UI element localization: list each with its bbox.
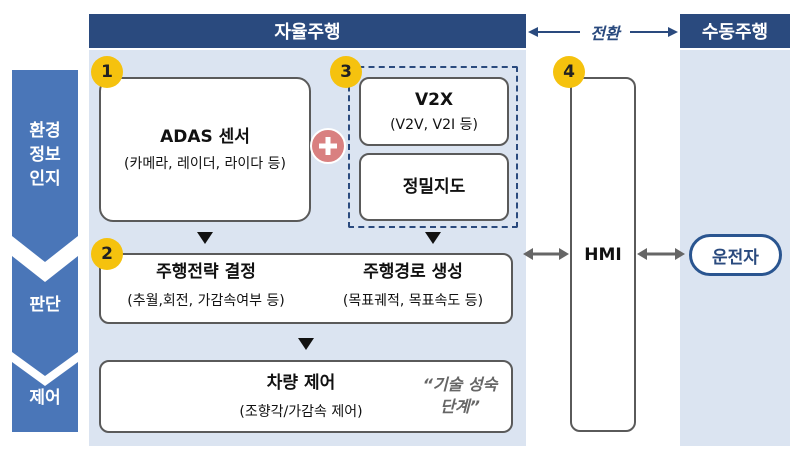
plus-icon — [310, 128, 346, 164]
hmi-box: HMI — [570, 77, 636, 432]
header-manual: 수동주행 — [680, 14, 790, 48]
badge-2: 2 — [91, 238, 123, 270]
chevron-perception — [12, 70, 78, 262]
stage-chevrons — [12, 70, 78, 432]
hmi-label: HMI — [584, 244, 622, 265]
badge-3: 3 — [330, 56, 362, 88]
arrow-down-icon — [425, 232, 441, 244]
arrow-down-icon — [197, 232, 213, 244]
route-title: 주행경로 생성 — [363, 262, 463, 282]
judgment-box: 주행전략 결정 (추월,회전, 가감속여부 등) 주행경로 생성 (목표궤적, … — [99, 253, 513, 324]
transition-label: 전환 — [580, 18, 630, 46]
vehicle-control-box: 차량 제어 (조향각/가감속 제어) “기술 성숙 단계” — [99, 360, 513, 433]
badge-1: 1 — [91, 56, 123, 88]
stage-label-control: 제어 — [29, 388, 61, 408]
v2x-box: V2X (V2V, V2I 등) — [359, 77, 509, 146]
hd-map-box: 정밀지도 — [359, 153, 509, 221]
vehicle-control-subtitle: (조향각/가감속 제어) — [239, 404, 363, 420]
header-autonomous: 자율주행 — [89, 14, 526, 48]
adas-subtitle: (카메라, 레이더, 라이다 등) — [124, 155, 286, 172]
v2x-subtitle: (V2V, V2I 등) — [390, 116, 478, 133]
strategy-title: 주행전략 결정 — [156, 262, 256, 282]
adas-sensor-box: ADAS 센서 (카메라, 레이더, 라이다 등) — [99, 77, 311, 222]
badge-4: 4 — [553, 56, 585, 88]
chevron-judgment — [12, 256, 78, 376]
tech-maturity-note: “기술 성숙 단계” — [422, 375, 498, 416]
v2x-title: V2X — [414, 89, 454, 110]
stage-label-perception: 환경 정보 인지 — [29, 121, 61, 189]
adas-title: ADAS 센서 — [160, 126, 250, 147]
chevron-control — [12, 362, 78, 432]
stage-label-judgment: 판단 — [29, 295, 61, 315]
strategy-block: 주행전략 결정 (추월,회전, 가감속여부 등) — [101, 261, 311, 311]
strategy-subtitle: (추월,회전, 가감속여부 등) — [127, 293, 285, 309]
vehicle-control-title: 차량 제어 — [266, 373, 336, 393]
driver-box: 운전자 — [689, 234, 782, 276]
route-subtitle: (목표궤적, 목표속도 등) — [342, 293, 484, 309]
double-arrow-icon — [523, 248, 569, 260]
arrow-down-icon — [298, 338, 314, 350]
route-block: 주행경로 생성 (목표궤적, 목표속도 등) — [313, 261, 513, 311]
double-arrow-icon — [637, 248, 685, 260]
vehicle-control-block: 차량 제어 (조향각/가감속 제어) — [191, 372, 411, 422]
hd-map-title: 정밀지도 — [402, 177, 466, 197]
connectivity-group — [348, 66, 518, 228]
